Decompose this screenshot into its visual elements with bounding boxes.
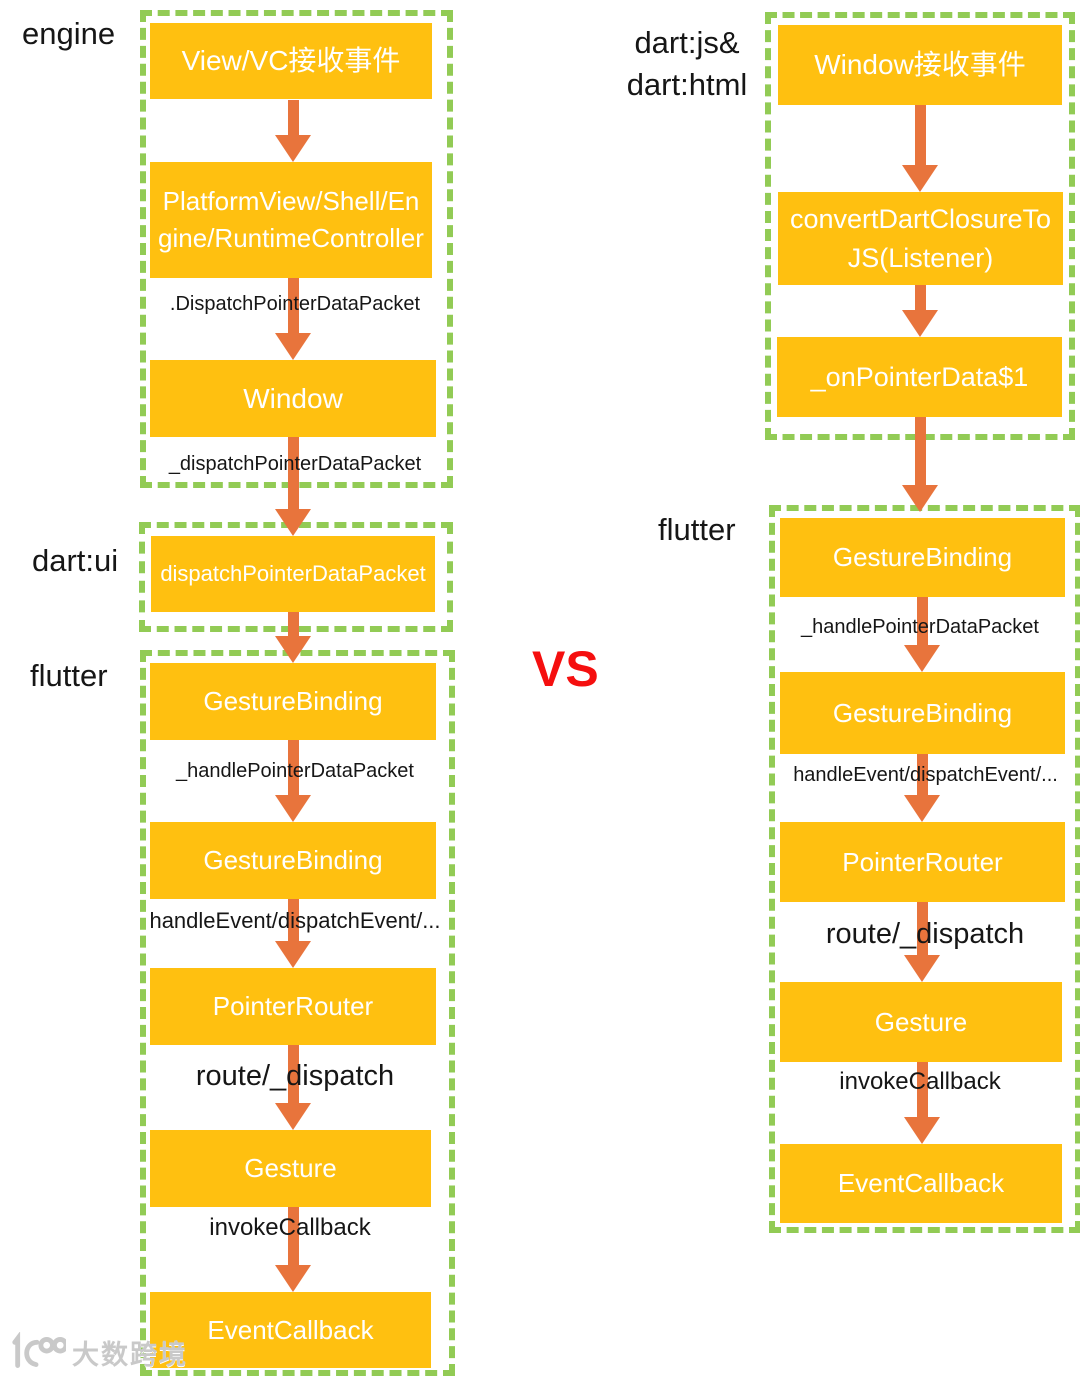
edge-label-handle-packet: _handlePointerDataPacket (176, 760, 414, 782)
flutter-left-label: flutter (30, 658, 108, 693)
arrow-head-icon (275, 1103, 311, 1130)
edge-label-handle-event: handleEvent/dispatchEvent/... (793, 764, 1058, 786)
node-gesture: Gesture (150, 1130, 431, 1207)
node-gesture-binding-1: GestureBinding (780, 518, 1065, 597)
arrow-stem (914, 105, 926, 165)
flow-arrow (275, 278, 311, 360)
edge-label-handle-event: handleEvent/dispatchEvent/... (149, 908, 441, 933)
arrow-stem (287, 899, 299, 941)
arrow-head-icon (902, 165, 938, 192)
arrow-head-icon (275, 333, 311, 360)
node-dispatch-pointer-data-packet: dispatchPointerDataPacket (151, 536, 435, 612)
arrow-stem (916, 597, 928, 645)
arrow-head-icon (902, 485, 938, 512)
node-on-pointer-data: _onPointerData$1 (777, 337, 1062, 417)
node-gesture-binding-2: GestureBinding (780, 672, 1065, 754)
arrow-head-icon (275, 509, 311, 536)
dartjs-label: dart:js& dart:html (612, 22, 762, 106)
flow-arrow (904, 902, 940, 982)
dartui-label: dart:ui (32, 543, 119, 578)
flow-arrow (275, 740, 311, 822)
flow-arrow (275, 899, 311, 968)
node-window-receive: Window接收事件 (778, 25, 1062, 105)
node-pointer-router: PointerRouter (780, 822, 1065, 902)
flow-arrow (275, 1207, 311, 1292)
edge-label-dispatch-packet: .DispatchPointerDataPacket (169, 293, 421, 315)
arrow-head-icon (275, 135, 311, 162)
arrow-head-icon (275, 1265, 311, 1292)
arrow-head-icon (275, 941, 311, 968)
arrow-head-icon (275, 795, 311, 822)
arrow-stem (287, 100, 299, 135)
node-platformview: PlatformView/Shell/Engine/RuntimeControl… (150, 162, 432, 278)
edge-label-dispatch-packet2: _dispatchPointerDataPacket (168, 453, 422, 475)
arrow-head-icon (275, 636, 311, 663)
flow-arrow (902, 105, 938, 192)
arrow-head-icon (904, 1117, 940, 1144)
arrow-stem (916, 902, 928, 955)
arrow-stem (287, 437, 299, 509)
flutter-right-label: flutter (658, 512, 736, 547)
node-view-vc: View/VC接收事件 (150, 23, 432, 99)
flow-arrow (904, 754, 940, 822)
arrow-stem (287, 740, 299, 795)
arrow-stem (287, 1207, 299, 1265)
dartjs-label-line1: dart:js& (634, 25, 740, 60)
engine-label: engine (22, 16, 116, 51)
flow-arrow (275, 437, 311, 536)
flow-arrow (275, 612, 311, 663)
node-event-callback: EventCallback (150, 1292, 431, 1368)
flow-arrow (275, 1045, 311, 1130)
node-gesture-binding-2: GestureBinding (150, 822, 436, 899)
node-window: Window (150, 360, 436, 437)
edge-label-route-dispatch: route/_dispatch (825, 918, 1025, 950)
arrow-stem (287, 612, 299, 636)
flow-arrow (902, 417, 938, 512)
arrow-stem (287, 1045, 299, 1103)
arrow-stem (287, 278, 299, 333)
edge-label-invoke-callback: invokeCallback (209, 1214, 371, 1241)
dartjs-label-line2: dart:html (626, 66, 748, 102)
node-event-callback: EventCallback (780, 1144, 1062, 1223)
flow-arrow (275, 100, 311, 162)
node-gesture: Gesture (780, 982, 1062, 1062)
arrow-head-icon (904, 955, 940, 982)
watermark-text: 大数跨境 (72, 1339, 188, 1370)
arrow-head-icon (904, 795, 940, 822)
arrow-head-icon (902, 310, 938, 337)
edge-label-invoke-callback: invokeCallback (839, 1068, 1001, 1095)
edge-label-route-dispatch: route/_dispatch (195, 1060, 395, 1092)
edge-label-handle-packet: _handlePointerDataPacket (801, 616, 1039, 638)
arrow-stem (914, 417, 926, 485)
arrow-stem (914, 285, 926, 310)
flow-arrow (902, 285, 938, 337)
node-gesture-binding-1: GestureBinding (150, 663, 436, 740)
flow-arrow (904, 597, 940, 672)
watermark-logo-icon (12, 1332, 66, 1368)
node-pointer-router: PointerRouter (150, 968, 436, 1045)
arrow-head-icon (904, 645, 940, 672)
arrow-stem (916, 754, 928, 795)
arrow-stem (916, 1062, 928, 1117)
watermark: 大数跨境 (8, 1332, 188, 1372)
vs-label: VS (532, 641, 599, 697)
node-convert-dart-closure: convertDartClosureToJS(Listener) (778, 192, 1063, 285)
flow-arrow (904, 1062, 940, 1144)
